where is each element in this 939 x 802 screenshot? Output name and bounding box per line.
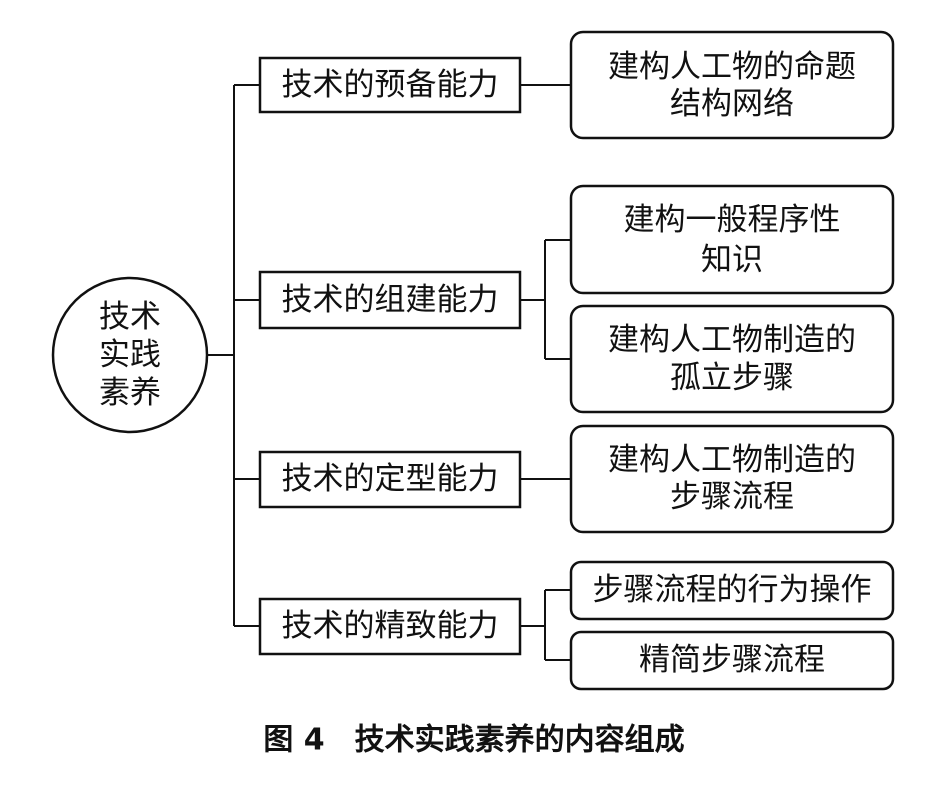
branch-box-1 <box>258 56 522 114</box>
leaf-box-2a <box>569 184 895 295</box>
leaf-label-4a-line-1: 步骤流程的行为操作 <box>593 572 872 608</box>
branch-label-4: 技术的精致能力 <box>282 608 499 644</box>
branch-node-3: 技术的定型能力 <box>258 450 522 509</box>
branch-node-2: 技术的组建能力 <box>258 270 522 330</box>
leaf-label-1-line-1: 建构人工物的命题 <box>608 49 856 85</box>
branch-label-1: 技术的预备能力 <box>282 67 499 103</box>
branch-label-2: 技术的组建能力 <box>282 282 499 318</box>
leaf-node-3: 建构人工物制造的 步骤流程 <box>569 424 895 534</box>
leaf-node-2b: 建构人工物制造的 孤立步骤 <box>569 304 895 414</box>
leaf-label-4b-line-1: 精简步骤流程 <box>639 642 825 678</box>
leaf-node-2a: 建构一般程序性 知识 <box>569 184 895 295</box>
leaf-box-1 <box>569 30 895 140</box>
leaf-label-2b-line-2: 孤立步骤 <box>670 360 794 396</box>
leaf-box-4b <box>569 630 895 691</box>
leaf-label-2a-line-2: 知识 <box>701 242 763 278</box>
root-label-line-3: 素养 <box>99 375 161 411</box>
connectors <box>207 84 571 661</box>
leaf-box-4a <box>569 560 895 621</box>
leaf-box-2b <box>569 304 895 414</box>
leaf-node-4b: 精简步骤流程 <box>569 630 895 691</box>
branch-box-2 <box>258 270 522 330</box>
branch-label-3: 技术的定型能力 <box>282 461 499 497</box>
leaf-label-2a-line-1: 建构一般程序性 <box>624 202 841 238</box>
root-label-line-2: 实践 <box>99 337 161 373</box>
leaf-label-3-line-1: 建构人工物制造的 <box>608 442 856 478</box>
leaf-label-1-line-2: 结构网络 <box>670 86 794 122</box>
leaf-box-3 <box>569 424 895 534</box>
leaf-label-2b-line-1: 建构人工物制造的 <box>608 322 856 358</box>
figure-caption: 图 4 技术实践素养的内容组成 <box>263 723 684 758</box>
root-node: 技术 实践 素养 <box>51 276 209 434</box>
branch-node-1: 技术的预备能力 <box>258 56 522 114</box>
leaf-node-1: 建构人工物的命题 结构网络 <box>569 30 895 140</box>
branch-box-3 <box>258 450 522 509</box>
root-label-line-1: 技术 <box>99 299 161 335</box>
branch-box-4 <box>258 597 522 656</box>
root-circle <box>51 276 209 434</box>
branch-node-4: 技术的精致能力 <box>258 597 522 656</box>
leaf-label-3-line-2: 步骤流程 <box>670 479 794 515</box>
leaf-node-4a: 步骤流程的行为操作 <box>569 560 895 621</box>
